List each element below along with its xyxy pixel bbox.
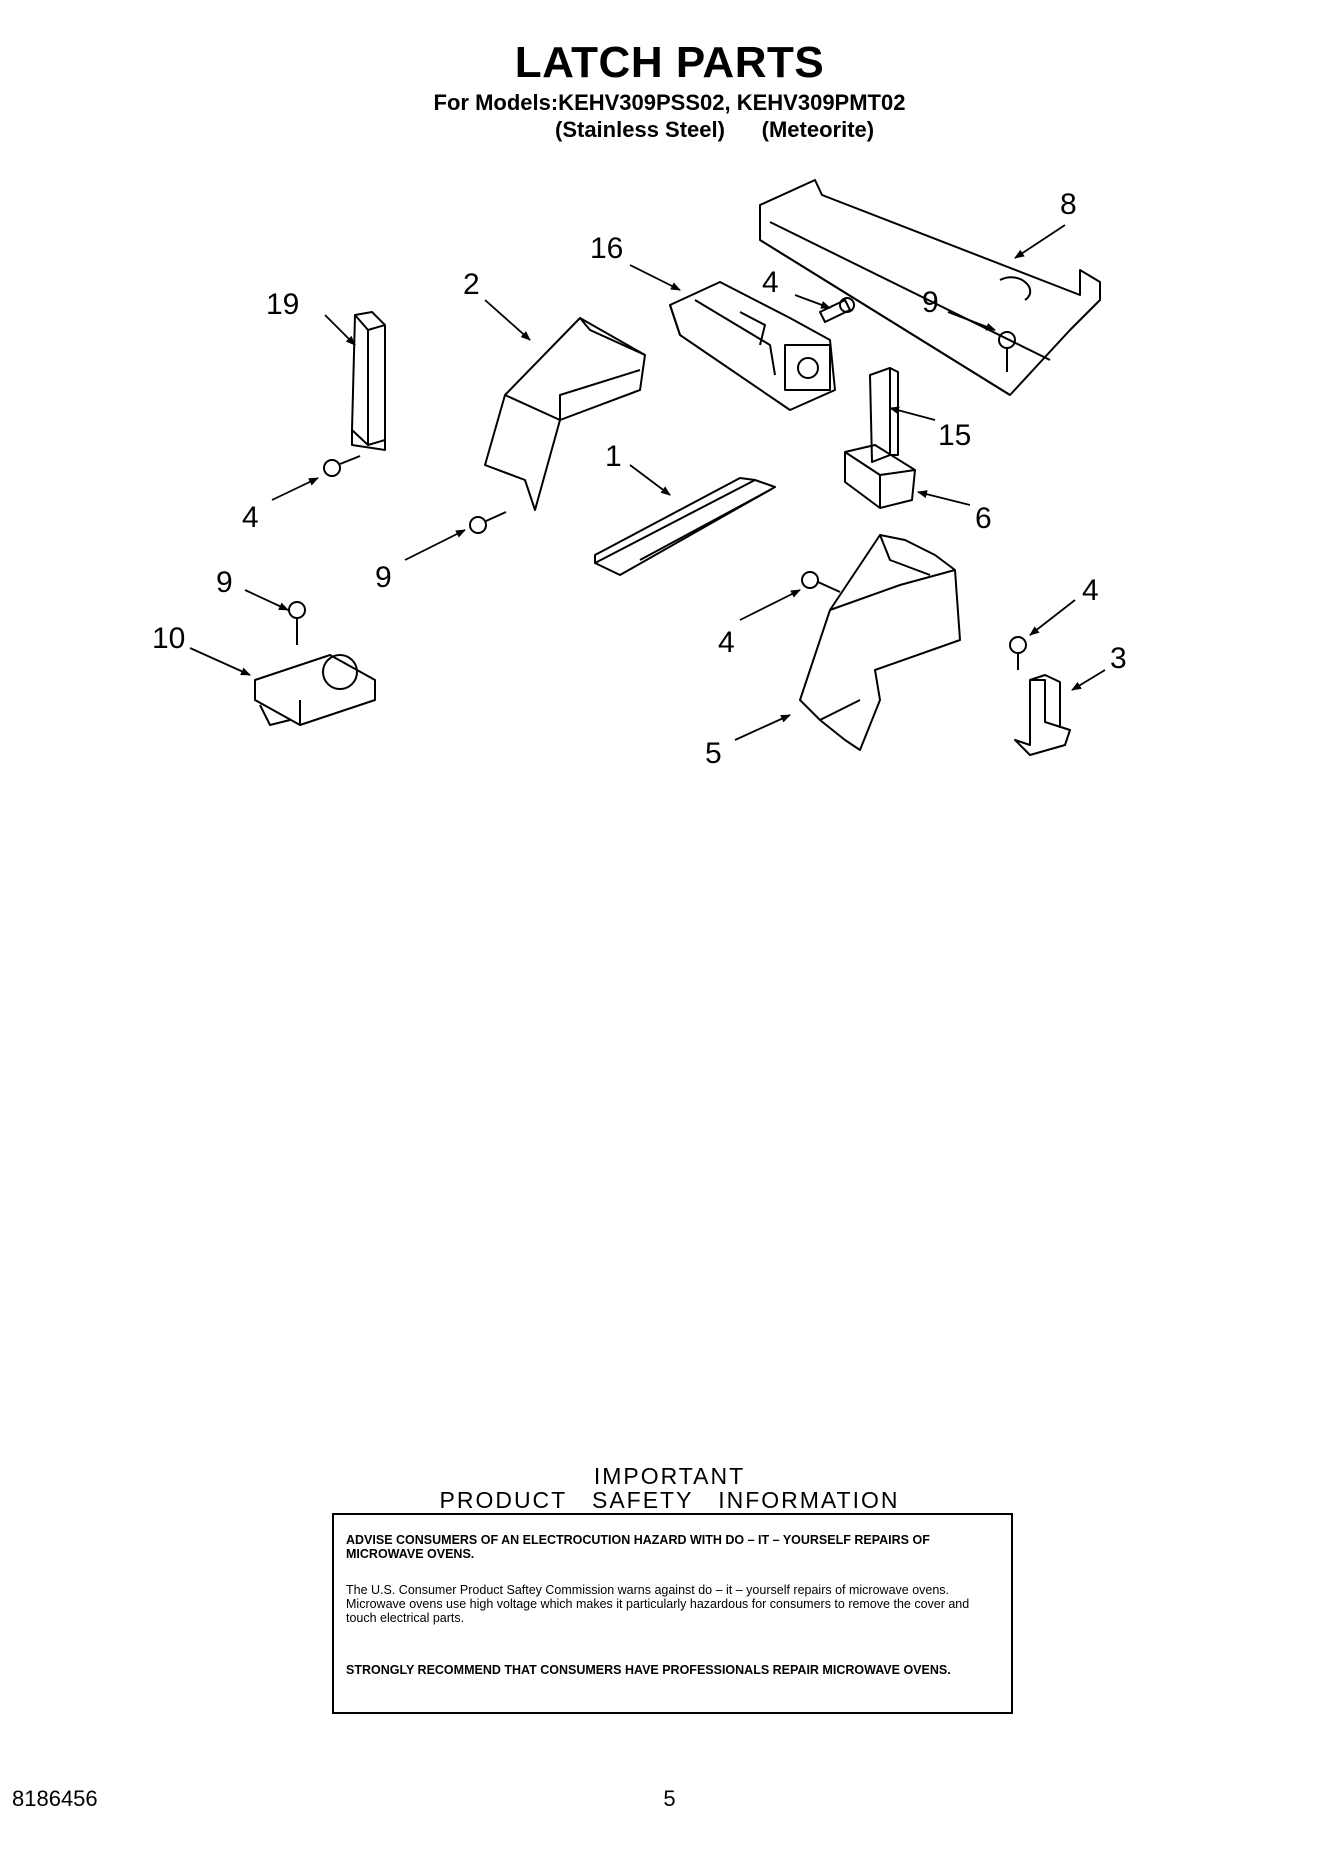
callout-9-center: 9 (375, 561, 392, 594)
screw-9-right (998, 331, 1016, 372)
part-1-rail (594, 477, 776, 576)
screw-4-left (323, 455, 361, 477)
callout-19: 19 (266, 288, 299, 321)
leader-lines (189, 224, 1106, 741)
safety-heading-important: IMPORTANT (593, 1463, 746, 1489)
page-number: 5 (663, 1786, 676, 1811)
safety-body: The U.S. Consumer Product Saftey Commiss… (346, 1583, 970, 1625)
callout-5: 5 (705, 737, 722, 770)
safety-recommend: STRONGLY RECOMMEND THAT CONSUMERS HAVE P… (346, 1663, 951, 1677)
callout-1: 1 (605, 440, 622, 473)
callout-15: 15 (938, 419, 971, 452)
safety-heading-info: PRODUCT SAFETY INFORMATION (439, 1487, 900, 1513)
callout-4-top: 4 (762, 266, 779, 299)
callout-2: 2 (463, 268, 480, 301)
part-5-deflector (799, 534, 961, 751)
part-15-small-bracket (869, 367, 899, 463)
screw-9-left (288, 601, 306, 645)
part-16-latch-assembly (669, 281, 836, 411)
safety-notice-box: ADVISE CONSUMERS OF AN ELECTROCUTION HAZ… (332, 1513, 1013, 1714)
screw-4-top (819, 297, 855, 323)
exploded-parts-diagram: 8 16 4 9 19 2 15 6 1 4 9 9 10 4 5 4 3 (152, 179, 1127, 770)
finish-meteorite: (Meteorite) (761, 117, 875, 142)
finish-stainless: (Stainless Steel) (555, 117, 725, 142)
callout-3: 3 (1110, 642, 1127, 675)
screw-4-right (1009, 636, 1027, 670)
part-3-bracket (1014, 674, 1071, 756)
page-title: LATCH PARTS (514, 38, 825, 87)
safety-advise: ADVISE CONSUMERS OF AN ELECTROCUTION HAZ… (346, 1533, 930, 1561)
callout-4-right: 4 (1082, 574, 1099, 607)
callout-16: 16 (590, 232, 623, 265)
callout-4-left: 4 (242, 501, 259, 534)
callout-6: 6 (975, 502, 992, 535)
callout-9-right: 9 (922, 286, 939, 319)
callout-4-center: 4 (718, 626, 735, 659)
part-19-strip (351, 311, 386, 451)
finish-labels: (Stainless Steel) (Meteorite) (555, 117, 874, 143)
callout-9-left: 9 (216, 566, 233, 599)
callout-8: 8 (1060, 188, 1077, 221)
screw-9-center (469, 511, 507, 534)
part-2-cover (484, 317, 646, 511)
models-line: For Models:KEHV309PSS02, KEHV309PMT02 (433, 90, 906, 115)
callout-10: 10 (152, 622, 185, 655)
part-10-switch (254, 654, 376, 726)
part-number: 8186456 (12, 1786, 98, 1811)
part-8-bracket (759, 179, 1101, 396)
part-6-block (844, 444, 916, 509)
screw-4-center (801, 571, 841, 593)
